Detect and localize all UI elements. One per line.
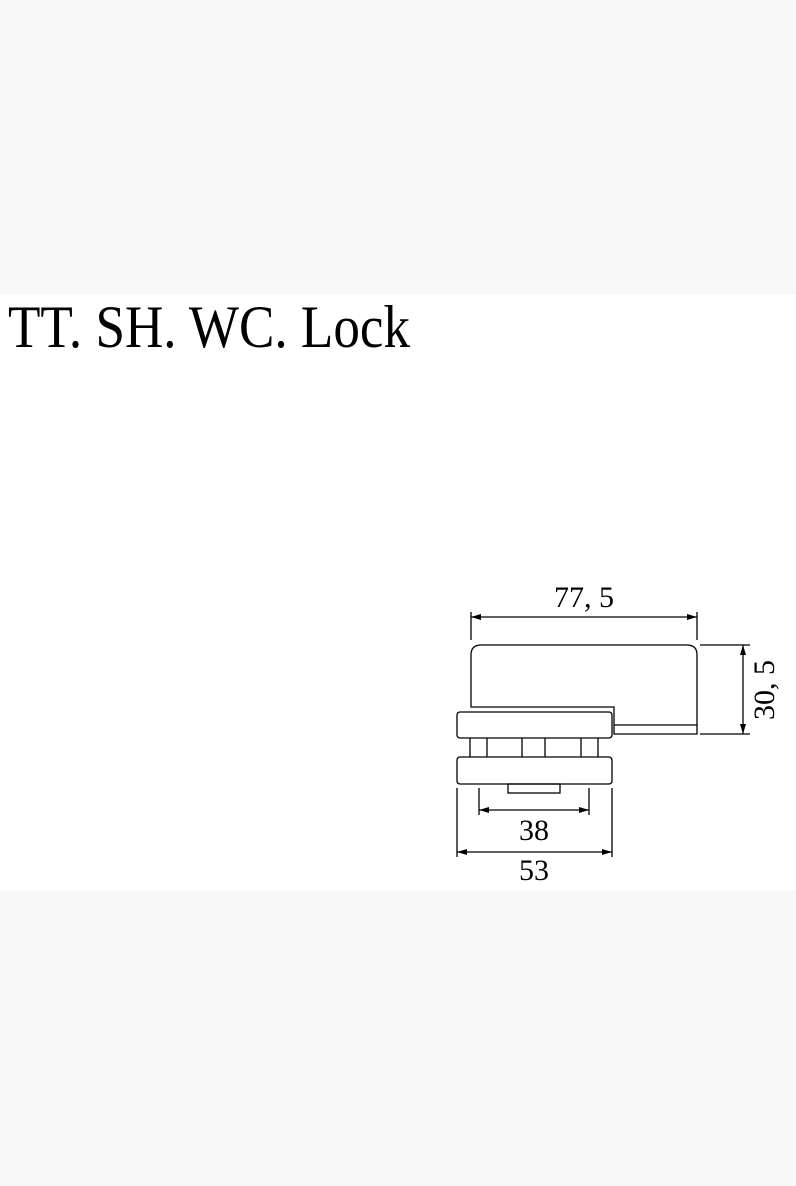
dimension-inner-width: 38	[478, 788, 590, 847]
dimension-overall-length: 77, 5	[470, 581, 698, 640]
dimension-label-inner-width: 38	[519, 814, 549, 847]
dimension-label-length: 77, 5	[554, 581, 614, 614]
dimension-outer-width: 53	[456, 788, 613, 887]
dimension-label-outer-width: 53	[519, 854, 549, 887]
upper-clamp-plate	[456, 711, 613, 739]
drawing-sheet	[0, 294, 796, 891]
dimension-height: 30, 5	[700, 644, 781, 735]
dimension-label-height: 30, 5	[748, 660, 781, 720]
lower-clamp-plate	[456, 756, 613, 785]
product-title: TT. SH. WC. Lock	[8, 294, 410, 360]
bottom-tab	[507, 783, 561, 794]
lock-body	[470, 644, 698, 735]
clamp-pins	[469, 738, 599, 757]
